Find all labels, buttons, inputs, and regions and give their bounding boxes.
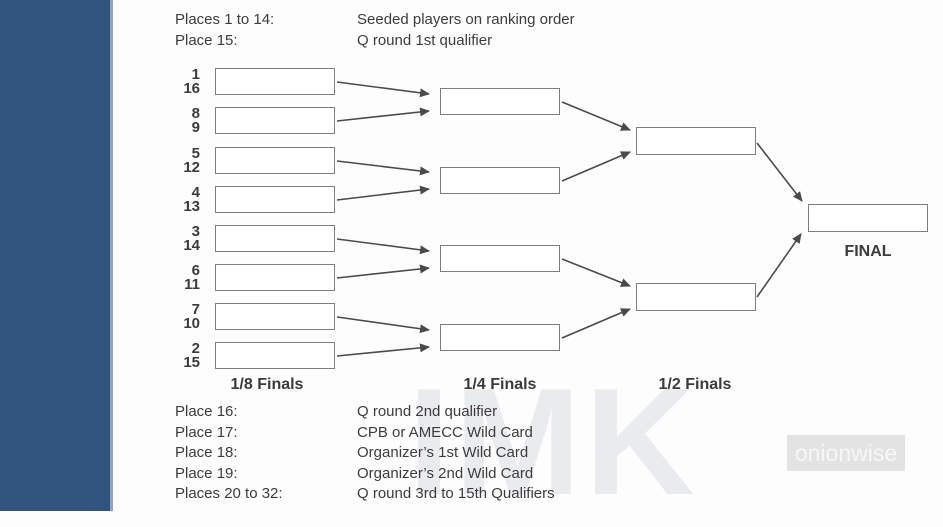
eighth-final-slot-8 bbox=[215, 342, 335, 369]
round-label-semi-finals: 1/2 Finals bbox=[658, 376, 732, 393]
seed-bottom: 11 bbox=[184, 276, 200, 293]
eighth-final-slot-6 bbox=[215, 264, 335, 291]
seed-bottom: 16 bbox=[183, 80, 200, 97]
legend-row-label: Place 16: bbox=[175, 403, 238, 420]
seed-bottom: 12 bbox=[183, 159, 200, 176]
seed-top: 3 bbox=[191, 223, 200, 240]
seed-bottom: 10 bbox=[183, 315, 200, 332]
legend-row: Places 20 to 32: Q round 3rd to 15th Qual… bbox=[175, 484, 555, 504]
quarter-final-slot-1 bbox=[440, 88, 560, 115]
seed-top: 1 bbox=[191, 66, 200, 83]
seed-top: 7 bbox=[191, 301, 200, 318]
legend-row: Place 17: CPB or AMECC Wild Card bbox=[175, 423, 533, 443]
left-accent-bar bbox=[0, 0, 113, 511]
legend-row-value: Organizer’s 2nd Wild Card bbox=[357, 465, 534, 482]
bracket-connector-arrows bbox=[336, 81, 803, 357]
seed-top: 4 bbox=[191, 184, 200, 201]
eighth-final-slot-7 bbox=[215, 303, 335, 330]
quarter-final-slot-2 bbox=[440, 167, 560, 194]
seed-top: 5 bbox=[191, 145, 200, 162]
round-label-quarter-finals: 1/4 Finals bbox=[463, 376, 537, 393]
slide: IMK onionwise Places 1 to 14:Seeded play… bbox=[0, 0, 928, 518]
quarter-final-slot-4 bbox=[440, 324, 560, 351]
eighth-final-slot-5 bbox=[215, 225, 335, 252]
legend-row-label: Places 1 to 14: bbox=[175, 11, 275, 28]
seed-bottom: 9 bbox=[191, 119, 200, 136]
legend-row: Place 15: Q round 1st qualifier bbox=[175, 31, 492, 51]
legend-row-label: Place 17: bbox=[175, 424, 238, 441]
seed-top: 6 bbox=[191, 262, 200, 279]
legend-row-label: Place 15: bbox=[175, 32, 238, 49]
legend-row: Place 19: Organizer’s 2nd Wild Card bbox=[175, 464, 533, 484]
round-label-final: FINAL bbox=[844, 243, 892, 260]
semi-final-slot-2 bbox=[636, 283, 756, 311]
seed-bottom: 14 bbox=[183, 237, 200, 254]
onionwise-watermark: onionwise bbox=[787, 435, 905, 471]
legend-row-label: Place 19: bbox=[175, 465, 238, 482]
background-logo-watermark: IMK bbox=[408, 357, 699, 527]
seed-bottom: 15 bbox=[183, 354, 200, 371]
legend-row-label: Place 18: bbox=[175, 444, 238, 461]
eighth-final-slot-2 bbox=[215, 107, 335, 134]
legend-row-value: Q round 2nd qualifier bbox=[357, 403, 498, 420]
legend-row-value: Q round 1st qualifier bbox=[357, 32, 493, 49]
eighth-final-slot-1 bbox=[215, 68, 335, 95]
legend-row-value: CPB or AMECC Wild Card bbox=[357, 424, 533, 441]
round-label-eighth-finals: 1/8 Finals bbox=[230, 376, 304, 393]
eighth-final-slot-4 bbox=[215, 186, 335, 213]
legend-row-value: Organizer’s 1st Wild Card bbox=[357, 444, 529, 461]
seed-top: 8 bbox=[191, 105, 200, 122]
legend-row-value: Seeded players on ranking order bbox=[357, 11, 575, 28]
seed-bottom: 13 bbox=[183, 198, 200, 215]
legend-row-value: Q round 3rd to 15th Qualifiers bbox=[357, 485, 555, 502]
seed-top: 2 bbox=[191, 340, 200, 357]
quarter-final-slot-3 bbox=[440, 245, 560, 272]
legend-row: Place 18: Organizer’s 1st Wild Card bbox=[175, 443, 528, 463]
final-slot bbox=[808, 204, 928, 232]
legend-row: Place 16: Q round 2nd qualifier bbox=[175, 402, 497, 422]
legend-row: Places 1 to 14: Seeded players on ranking… bbox=[175, 10, 575, 30]
semi-final-slot-1 bbox=[636, 127, 756, 155]
eighth-final-slot-3 bbox=[215, 147, 335, 174]
legend-row-label: Places 20 to 32: bbox=[175, 485, 283, 502]
